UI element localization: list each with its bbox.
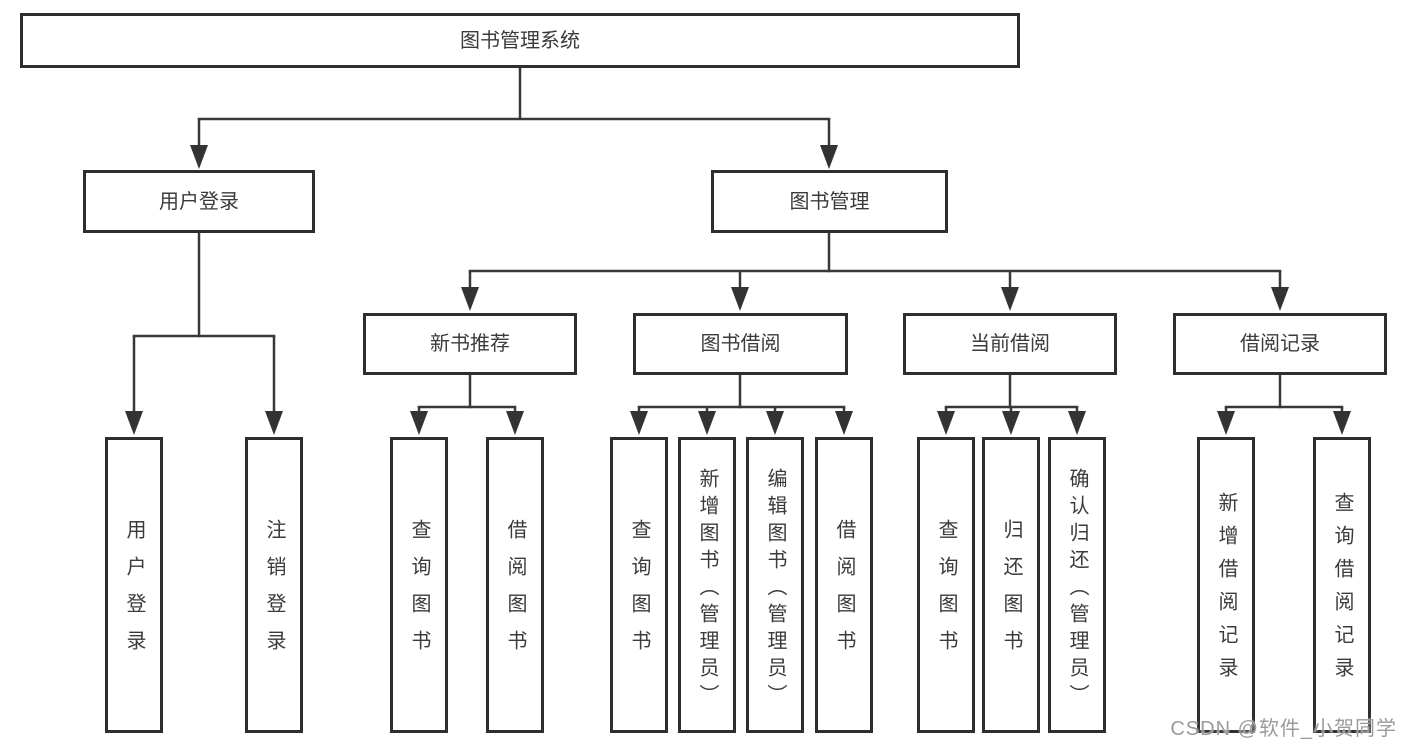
leaf-query-books-borrow: 查询图书 bbox=[610, 437, 668, 733]
node-book-management-label: 图书管理 bbox=[789, 190, 870, 213]
leaf-user-login: 用户登录 bbox=[105, 437, 163, 733]
leaf-borrow-books-recommend: 借阅图书 bbox=[486, 437, 544, 733]
leaf-borrow-books-recommend-label: 借阅图书 bbox=[504, 519, 526, 667]
leaf-query-books-borrow-label: 查询图书 bbox=[628, 519, 650, 667]
leaf-user-login-label: 用户登录 bbox=[123, 519, 145, 667]
node-book-borrow: 图书借阅 bbox=[633, 313, 848, 375]
leaf-edit-books-admin-label: 编辑图书（管理员） bbox=[764, 467, 786, 711]
leaf-query-borrow-record-label: 查询借阅记录 bbox=[1331, 492, 1353, 690]
node-user-login: 用户登录 bbox=[83, 170, 315, 233]
csdn-watermark: CSDN @软件_小贺同学 bbox=[1170, 718, 1397, 740]
node-root-library-system: 图书管理系统 bbox=[20, 13, 1020, 68]
leaf-edit-books-admin: 编辑图书（管理员） bbox=[746, 437, 804, 733]
leaf-query-books-current: 查询图书 bbox=[917, 437, 975, 733]
node-borrow-records: 借阅记录 bbox=[1173, 313, 1387, 375]
leaf-add-books-admin: 新增图书（管理员） bbox=[678, 437, 736, 733]
leaf-query-books-current-label: 查询图书 bbox=[935, 519, 957, 667]
leaf-confirm-return-admin-label: 确认归还（管理员） bbox=[1066, 467, 1088, 711]
node-book-management: 图书管理 bbox=[711, 170, 948, 233]
leaf-query-borrow-record: 查询借阅记录 bbox=[1313, 437, 1371, 733]
node-root-label: 图书管理系统 bbox=[460, 29, 580, 52]
leaf-query-books-recommend-label: 查询图书 bbox=[408, 519, 430, 667]
node-new-book-recommend-label: 新书推荐 bbox=[430, 333, 510, 355]
node-current-borrow-label: 当前借阅 bbox=[970, 333, 1050, 355]
leaf-borrow-books: 借阅图书 bbox=[815, 437, 873, 733]
node-user-login-label: 用户登录 bbox=[159, 190, 239, 213]
leaf-return-books: 归还图书 bbox=[982, 437, 1040, 733]
leaf-query-books-recommend: 查询图书 bbox=[390, 437, 448, 733]
leaf-add-borrow-record: 新增借阅记录 bbox=[1197, 437, 1255, 733]
node-book-borrow-label: 图书借阅 bbox=[700, 333, 781, 355]
leaf-add-books-admin-label: 新增图书（管理员） bbox=[696, 467, 718, 711]
leaf-confirm-return-admin: 确认归还（管理员） bbox=[1048, 437, 1106, 733]
leaf-logout: 注销登录 bbox=[245, 437, 303, 733]
leaf-borrow-books-label: 借阅图书 bbox=[833, 519, 855, 667]
node-current-borrow: 当前借阅 bbox=[903, 313, 1117, 375]
node-new-book-recommend: 新书推荐 bbox=[363, 313, 577, 375]
leaf-logout-label: 注销登录 bbox=[263, 519, 285, 667]
node-borrow-records-label: 借阅记录 bbox=[1240, 333, 1320, 355]
leaf-add-borrow-record-label: 新增借阅记录 bbox=[1215, 492, 1237, 690]
leaf-return-books-label: 归还图书 bbox=[1000, 519, 1022, 667]
